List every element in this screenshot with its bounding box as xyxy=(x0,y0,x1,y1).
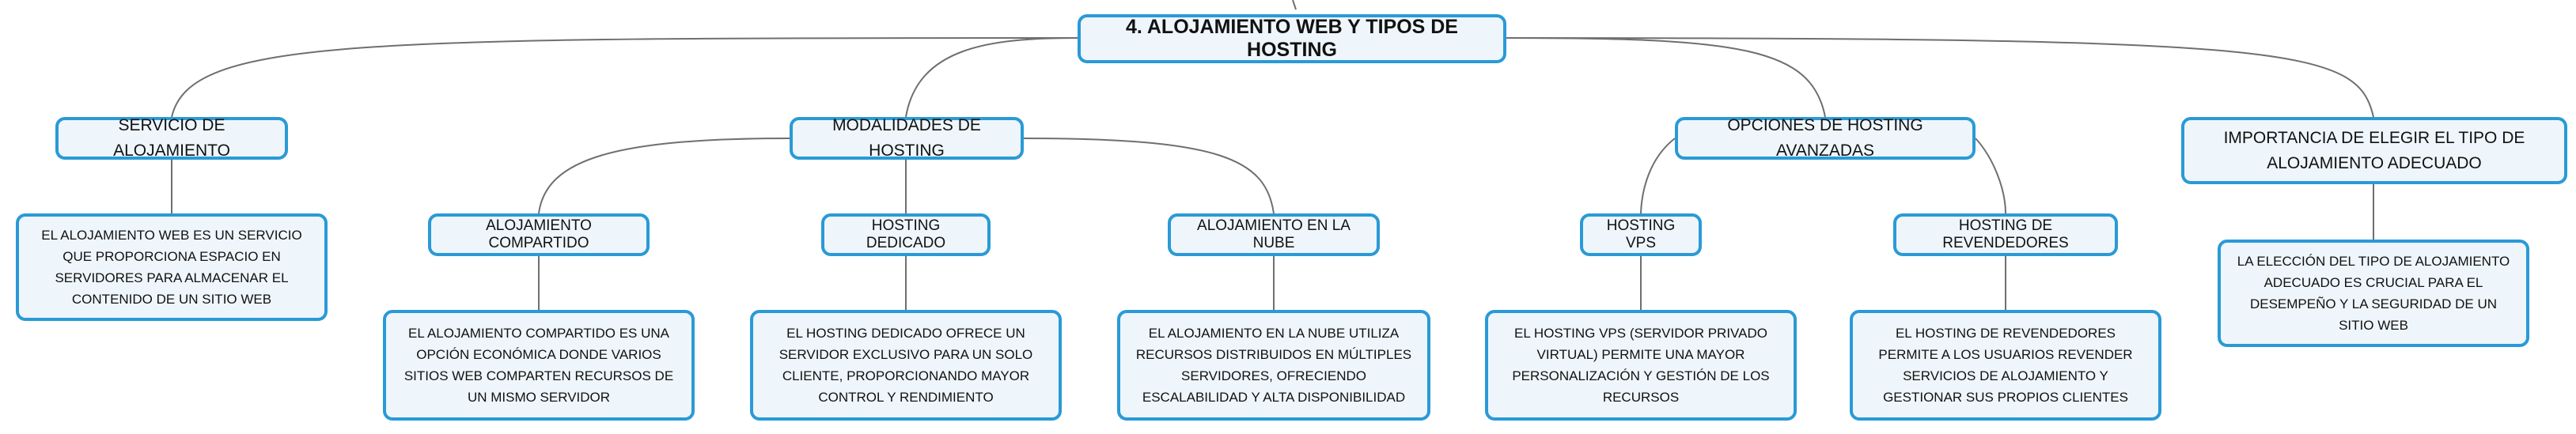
topic-label: IMPORTANCIA DE ELEGIR EL TIPO DE ALOJAMI… xyxy=(2223,128,2525,172)
note-hosting-dedicado[interactable]: EL HOSTING DEDICADO OFRECE UN SERVIDOR E… xyxy=(750,310,1062,421)
subtopic-alojamiento-compartido[interactable]: ALOJAMIENTO COMPARTIDO xyxy=(428,213,650,256)
connector-root-modalidades xyxy=(905,37,1078,118)
topic-importancia-de-elegir[interactable]: IMPORTANCIA DE ELEGIR EL TIPO DE ALOJAMI… xyxy=(2181,117,2567,184)
note-importancia-de-elegir[interactable]: LA ELECCIÓN DEL TIPO DE ALOJAMIENTO ADEC… xyxy=(2218,240,2529,347)
connector-root-importancia xyxy=(1506,37,2374,118)
topic-label: SERVICIO DE ALOJAMIENTO xyxy=(113,116,230,160)
subtopic-hosting-dedicado[interactable]: HOSTING DEDICADO xyxy=(821,213,991,256)
root-node[interactable]: 4. ALOJAMIENTO WEB Y TIPOS DE HOSTING xyxy=(1078,14,1506,63)
note-text: EL HOSTING DEDICADO OFRECE UN SERVIDOR E… xyxy=(778,326,1033,405)
subtopic-hosting-vps[interactable]: HOSTING VPS xyxy=(1580,213,1702,256)
connector-from-above xyxy=(1292,0,1297,10)
topic-label: OPCIONES DE HOSTING AVANZADAS xyxy=(1727,116,1923,160)
connector-root-servicio xyxy=(171,37,1078,118)
root-label: 4. ALOJAMIENTO WEB Y TIPOS DE HOSTING xyxy=(1126,16,1458,61)
note-text: EL HOSTING VPS (SERVIDOR PRIVADO VIRTUAL… xyxy=(1512,326,1770,405)
note-servicio-de-alojamiento[interactable]: EL ALOJAMIENTO WEB ES UN SERVICIO QUE PR… xyxy=(16,213,328,321)
subtopic-alojamiento-en-la-nube[interactable]: ALOJAMIENTO EN LA NUBE xyxy=(1168,213,1380,256)
connector-opciones-revendedores xyxy=(1975,138,2006,214)
subtopic-label: HOSTING VPS xyxy=(1606,217,1676,251)
subtopic-hosting-de-revendedores[interactable]: HOSTING DE REVENDEDORES xyxy=(1893,213,2118,256)
connector-modalidades-nube xyxy=(1023,138,1275,214)
note-text: LA ELECCIÓN DEL TIPO DE ALOJAMIENTO ADEC… xyxy=(2237,254,2510,333)
note-text: EL ALOJAMIENTO WEB ES UN SERVICIO QUE PR… xyxy=(41,228,302,307)
note-text: EL HOSTING DE REVENDEDORES PERMITE A LOS… xyxy=(1878,326,2133,405)
subtopic-label: HOSTING DEDICADO xyxy=(866,217,946,251)
note-text: EL ALOJAMIENTO COMPARTIDO ES UNA OPCIÓN … xyxy=(403,326,674,405)
connector-root-opciones xyxy=(1506,37,1826,118)
note-hosting-de-revendedores[interactable]: EL HOSTING DE REVENDEDORES PERMITE A LOS… xyxy=(1850,310,2161,421)
note-hosting-vps[interactable]: EL HOSTING VPS (SERVIDOR PRIVADO VIRTUAL… xyxy=(1485,310,1797,421)
subtopic-label: HOSTING DE REVENDEDORES xyxy=(1942,217,2069,251)
note-alojamiento-compartido[interactable]: EL ALOJAMIENTO COMPARTIDO ES UNA OPCIÓN … xyxy=(383,310,695,421)
subtopic-label: ALOJAMIENTO EN LA NUBE xyxy=(1197,217,1351,251)
subtopic-label: ALOJAMIENTO COMPARTIDO xyxy=(486,217,592,251)
topic-opciones-de-hosting-avanzadas[interactable]: OPCIONES DE HOSTING AVANZADAS xyxy=(1675,116,1976,160)
note-text: EL ALOJAMIENTO EN LA NUBE UTILIZA RECURS… xyxy=(1135,326,1412,405)
note-alojamiento-en-la-nube[interactable]: EL ALOJAMIENTO EN LA NUBE UTILIZA RECURS… xyxy=(1117,310,1430,421)
connector-opciones-vps xyxy=(1640,138,1676,214)
connector-modalidades-compartido xyxy=(538,138,790,214)
topic-modalidades-de-hosting[interactable]: MODALIDADES DE HOSTING xyxy=(790,116,1024,160)
topic-label: MODALIDADES DE HOSTING xyxy=(832,116,981,160)
topic-servicio-de-alojamiento[interactable]: SERVICIO DE ALOJAMIENTO xyxy=(55,116,288,160)
